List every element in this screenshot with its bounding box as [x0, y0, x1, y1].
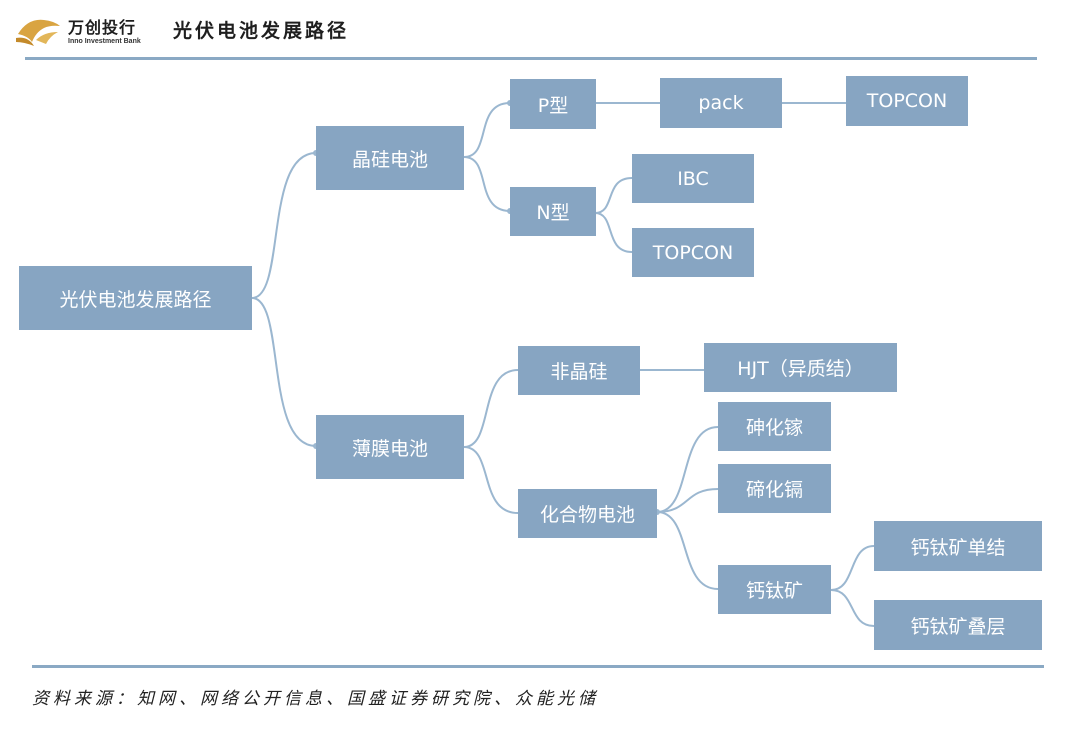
- node-perovskite-single: 钙钛矿单结: [874, 521, 1042, 571]
- node-root-label: 光伏电池发展路径: [59, 288, 212, 311]
- node-perovskite-label: 钙钛矿: [745, 580, 803, 602]
- node-perovskite-tandem-label: 钙钛矿叠层: [910, 615, 1006, 638]
- node-n-type: N型: [510, 187, 596, 236]
- header-divider: [25, 57, 1037, 60]
- link-compound-cdte: [656, 488, 719, 513]
- link-thinfilm-amorphous: [463, 369, 519, 448]
- node-gaas: 砷化镓: [718, 402, 831, 451]
- node-perovskite-tandem: 钙钛矿叠层: [874, 600, 1042, 650]
- node-pack: pack: [660, 78, 782, 128]
- node-p-type-label: P型: [537, 94, 569, 117]
- node-thin-film: 薄膜电池: [316, 415, 464, 479]
- node-perovskite: 钙钛矿: [718, 565, 831, 614]
- link-compound-gaas: [656, 426, 719, 513]
- node-perovskite-single-label: 钙钛矿单结: [910, 536, 1006, 559]
- node-n-topcon-label: TOPCON: [652, 241, 734, 264]
- link-crystalline-ptype: [463, 102, 511, 158]
- link-root-thinfilm: [251, 297, 317, 447]
- link-thinfilm-compound: [463, 446, 519, 514]
- node-p-type: P型: [510, 79, 596, 129]
- node-gaas-label: 砷化镓: [745, 417, 803, 439]
- footer-divider: [32, 665, 1044, 668]
- link-ntype-ibc: [594, 177, 633, 214]
- node-pack-label: pack: [698, 92, 744, 114]
- node-hjt-label: HJT（异质结）: [737, 358, 864, 380]
- node-root: 光伏电池发展路径: [19, 266, 252, 330]
- node-compound-label: 化合物电池: [539, 504, 635, 526]
- node-p-topcon-label: TOPCON: [866, 90, 948, 112]
- logo-icon: [16, 19, 60, 46]
- node-p-topcon: TOPCON: [846, 76, 968, 126]
- link-ntype-topcon: [594, 212, 633, 253]
- link-crystalline-ntype: [463, 156, 511, 212]
- link-root-crystalline: [251, 152, 317, 299]
- node-crystalline: 晶硅电池: [316, 126, 464, 190]
- node-thin-film-label: 薄膜电池: [351, 437, 428, 460]
- link-perovskite-tandem: [830, 589, 875, 627]
- node-amorphous-label: 非晶硅: [550, 361, 608, 383]
- node-hjt: HJT（异质结）: [704, 343, 897, 392]
- page-title: 光伏电池发展路径: [173, 20, 350, 42]
- node-cdte: 碲化镉: [718, 464, 831, 513]
- node-compound: 化合物电池: [518, 489, 657, 538]
- source-note: 资料来源：知网、网络公开信息、国盛证券研究院、众能光储: [32, 689, 599, 709]
- logo-english-name: Inno Investment Bank: [68, 38, 141, 45]
- node-amorphous: 非晶硅: [518, 346, 640, 395]
- logo-name: 万创投行: [68, 18, 137, 37]
- header: 万创投行 Inno Investment Bank 光伏电池发展路径: [0, 0, 1080, 62]
- link-perovskite-single: [830, 545, 875, 591]
- node-n-type-label: N型: [536, 202, 570, 224]
- node-cdte-label: 碲化镉: [745, 479, 803, 501]
- node-crystalline-label: 晶硅电池: [351, 148, 428, 171]
- node-ibc: IBC: [632, 154, 754, 203]
- node-n-topcon: TOPCON: [632, 228, 754, 277]
- node-ibc-label: IBC: [677, 167, 709, 190]
- link-compound-perovskite: [656, 511, 719, 590]
